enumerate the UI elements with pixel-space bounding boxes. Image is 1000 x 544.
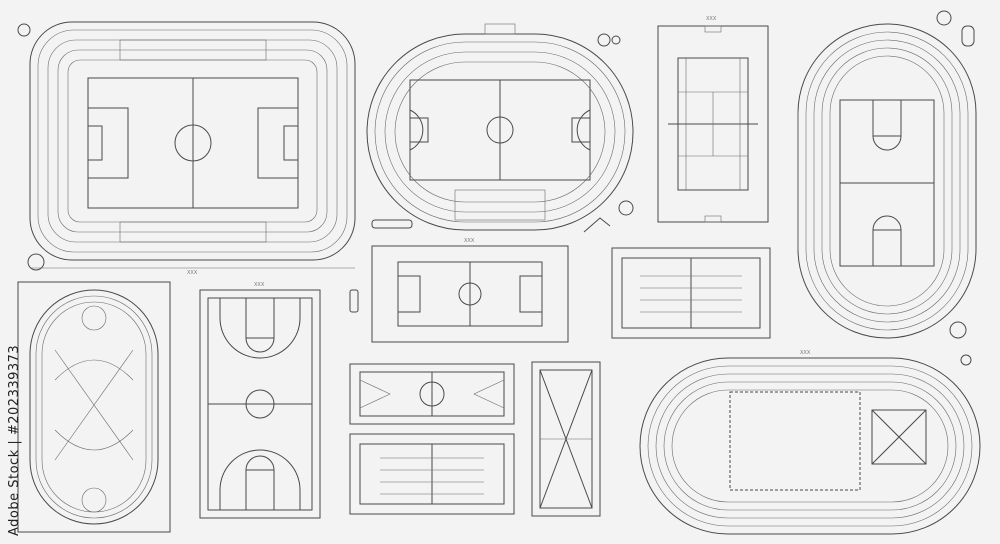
narrow-field bbox=[531, 361, 601, 517]
running-track-horizontal: XXX bbox=[639, 350, 981, 535]
dimension-label: XXX bbox=[254, 282, 265, 288]
volleyball-court bbox=[611, 247, 771, 339]
athletics-field bbox=[17, 281, 171, 533]
dimension-label: XXX bbox=[706, 16, 717, 22]
stock-id-text: Adobe Stock | #202339373 bbox=[7, 345, 22, 536]
tennis-court: XXX bbox=[657, 16, 769, 223]
running-track-vertical bbox=[797, 23, 977, 339]
basketball-court: XXX bbox=[199, 282, 321, 519]
small-court-top bbox=[349, 363, 515, 425]
dimension-label: XXX bbox=[800, 350, 811, 356]
oval-stadium bbox=[366, 23, 634, 231]
handball-court: XXX bbox=[371, 238, 569, 343]
football-stadium: XXX bbox=[29, 21, 356, 276]
small-court-bottom bbox=[349, 433, 515, 515]
sports-equipment-icons bbox=[17, 10, 975, 366]
image-id-label: Adobe Stock | #202339373 bbox=[7, 345, 22, 536]
dimension-label: XXX bbox=[464, 238, 475, 244]
dimension-label: XXX bbox=[187, 270, 198, 276]
